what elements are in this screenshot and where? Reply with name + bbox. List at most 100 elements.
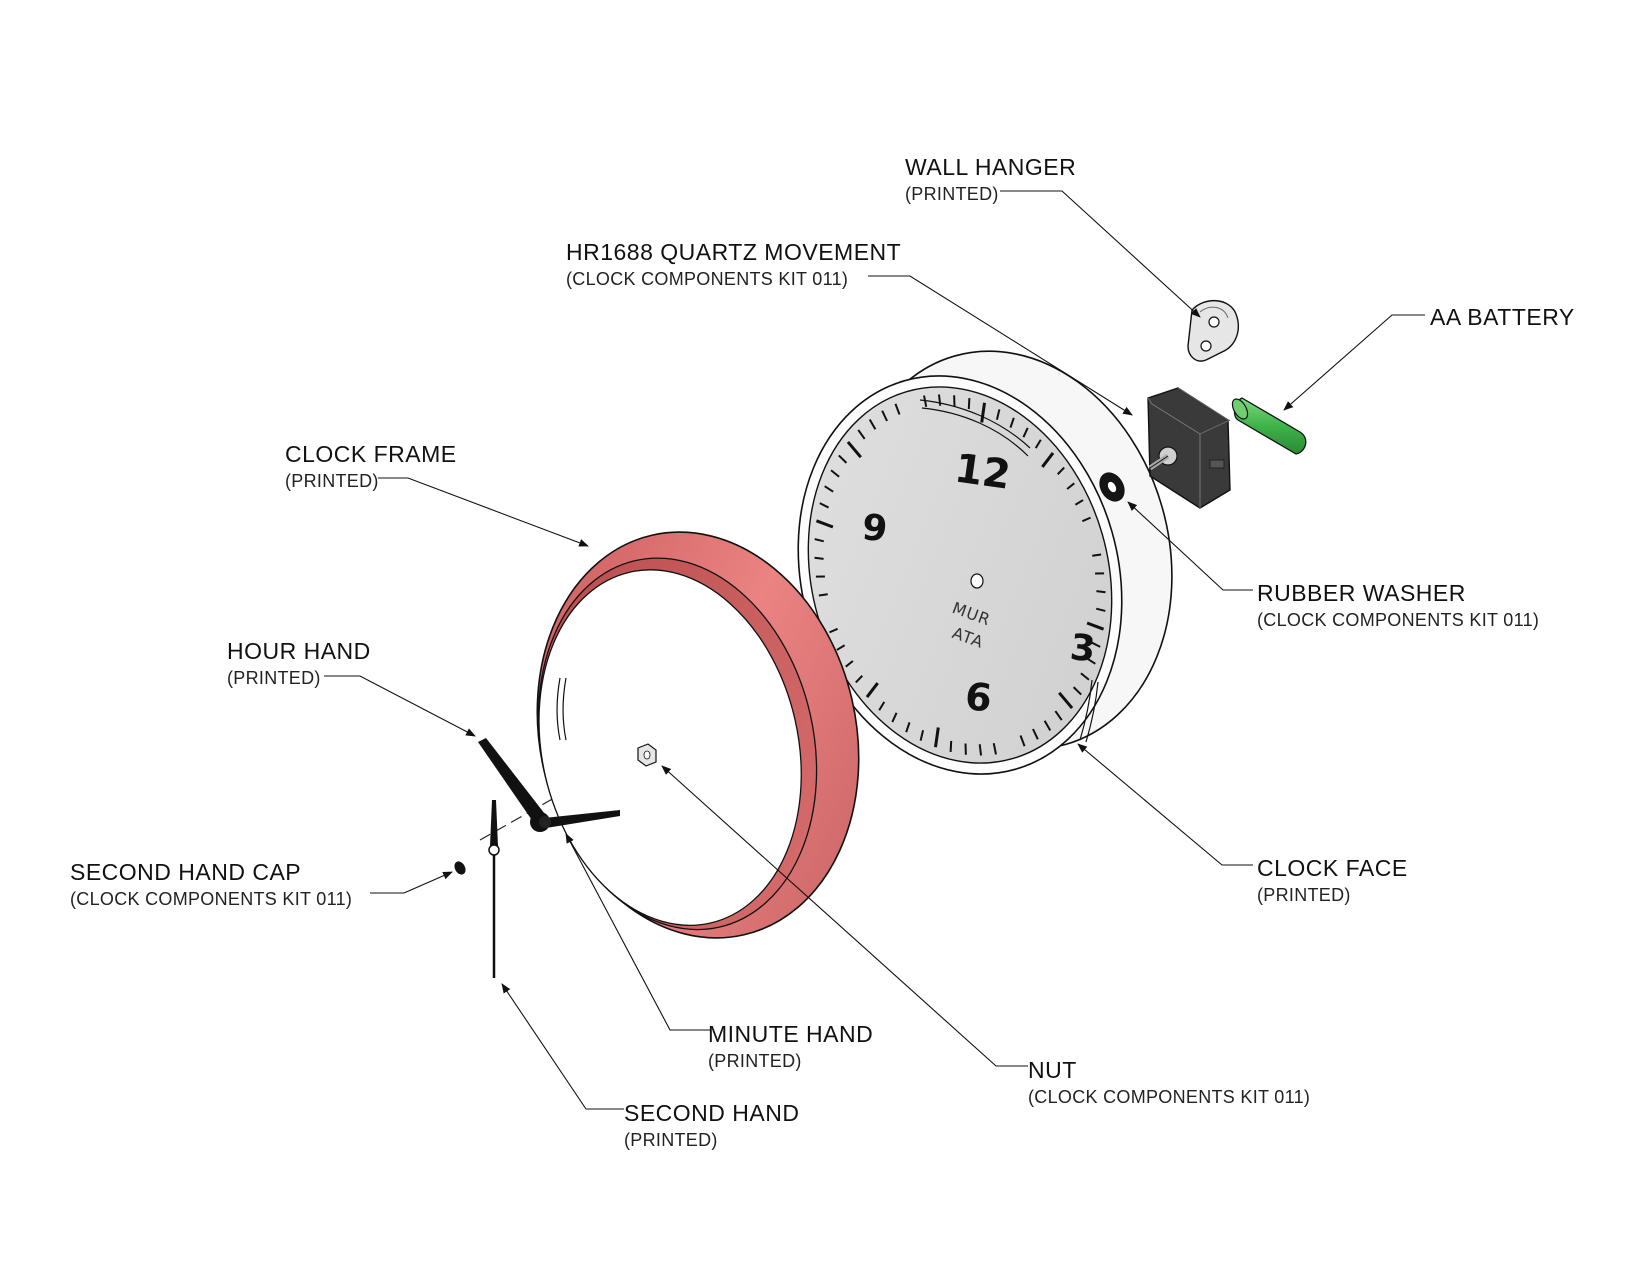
label-minute-hand: MINUTE HAND (PRINTED) [708, 1021, 874, 1071]
dial-tick [1019, 735, 1026, 747]
dial-tick [868, 418, 877, 430]
label-clock-face: CLOCK FACE (PRINTED) [1257, 855, 1408, 905]
dial-tick [830, 469, 840, 478]
label-aa-battery: AA BATTERY [1430, 306, 1575, 329]
leader-clock-face [1077, 743, 1253, 866]
dial-tick [967, 397, 971, 410]
dial-tick [1032, 728, 1039, 740]
dial-tick [814, 556, 824, 560]
dial-tick [923, 395, 928, 408]
dial-tick [857, 429, 866, 440]
leader-second-hand-cap [370, 871, 453, 894]
dial-tick [1034, 439, 1042, 449]
clock-face-source: (PRINTED) [1257, 885, 1351, 905]
quartz-movement-part [1147, 387, 1231, 509]
rubber-washer-source: (CLOCK COMPONENTS KIT 011) [1257, 610, 1540, 630]
dial-ticks [814, 394, 1106, 756]
hour-hand-part [478, 738, 550, 832]
wall-hanger-source: (PRINTED) [905, 184, 999, 204]
leader-hour-hand [324, 675, 476, 737]
dial-tick [1043, 720, 1052, 732]
label-rubber-washer: RUBBER WASHER (CLOCK COMPONENTS KIT 011) [1257, 580, 1540, 630]
minute-hand-source: (PRINTED) [708, 1051, 802, 1071]
dial-tick [1096, 607, 1106, 612]
dial-number-3: 3 [1068, 627, 1097, 670]
hour-hand-name: HOUR HAND [227, 638, 371, 664]
dial-tick [995, 409, 1001, 420]
label-clock-frame: CLOCK FRAME (PRINTED) [285, 441, 457, 491]
dial-tick [878, 701, 886, 711]
second-hand-part [488, 800, 500, 978]
label-quartz-movement: HR1688 QUARTZ MOVEMENT (CLOCK COMPONENTS… [566, 239, 902, 289]
leader-clock-frame [378, 477, 589, 547]
dial-tick [1056, 466, 1065, 475]
wall-hanger-name: WALL HANGER [905, 154, 1077, 180]
label-nut: NUT (CLOCK COMPONENTS KIT 011) [1028, 1059, 1311, 1107]
leader-rubber-washer [1127, 501, 1253, 591]
dial-tick [881, 410, 888, 422]
dial-number-9: 9 [860, 507, 889, 550]
dial-tick [1054, 710, 1063, 721]
dial-tick [1092, 553, 1102, 557]
dial-tick [829, 627, 839, 634]
minute-hand-part [539, 810, 620, 828]
leader-wall-hanger [1000, 190, 1201, 318]
dial-tick [1058, 691, 1074, 710]
second-hand-source: (PRINTED) [624, 1130, 718, 1150]
aa-battery-part [1231, 397, 1307, 455]
nut-part [637, 743, 657, 767]
label-second-hand: SECOND HAND (PRINTED) [624, 1100, 800, 1150]
clock-frame-part [536, 531, 860, 939]
dial-tick [978, 744, 983, 756]
dial-tick [1022, 427, 1029, 438]
clock-face-part: 12 9 3 6 MUR ATA [797, 350, 1173, 775]
leader-minute-hand [565, 833, 710, 1031]
leader-nut [661, 765, 1028, 1067]
label-hour-hand: HOUR HAND (PRINTED) [227, 638, 371, 688]
wall-hanger-part [1187, 300, 1240, 362]
dial-tick [1074, 499, 1084, 506]
rubber-washer-name: RUBBER WASHER [1257, 580, 1466, 606]
aa-battery-name: AA BATTERY [1430, 304, 1575, 330]
dial-tick [937, 394, 942, 406]
dial-tick [855, 675, 864, 684]
quartz-movement-name: HR1688 QUARTZ MOVEMENT [566, 239, 902, 265]
dial-tick [1081, 516, 1091, 523]
dial-tick [846, 440, 862, 459]
label-second-hand-cap: SECOND HAND CAP (CLOCK COMPONENTS KIT 01… [70, 861, 353, 909]
dial-tick [894, 403, 901, 415]
dial-tick [1086, 657, 1096, 665]
dial-tick [949, 740, 953, 753]
quartz-movement-source: (CLOCK COMPONENTS KIT 011) [566, 269, 849, 289]
dial-tick [1009, 417, 1015, 428]
second-hand-cap-source: (CLOCK COMPONENTS KIT 011) [70, 889, 353, 909]
leader-second-hand [501, 983, 624, 1110]
leader-quartz-movement [868, 275, 1133, 416]
dial-tick [818, 593, 828, 597]
dial-tick [1072, 686, 1082, 696]
rubber-washer-part [1099, 472, 1125, 502]
dial-tick [1086, 621, 1105, 631]
second-hand-cap-part [454, 861, 466, 875]
hour-hand-source: (PRINTED) [227, 668, 321, 688]
dial-tick [845, 660, 854, 668]
dial-tick [933, 727, 940, 748]
clock-frame-name: CLOCK FRAME [285, 441, 457, 467]
nut-source: (CLOCK COMPONENTS KIT 011) [1028, 1087, 1311, 1107]
dial-tick [815, 519, 834, 529]
dial-tick [814, 538, 824, 543]
second-hand-name: SECOND HAND [624, 1100, 800, 1126]
dial-tick [838, 454, 848, 464]
dial-tick [1096, 590, 1106, 594]
dial-tick [1090, 641, 1101, 648]
leader-aa-battery [1283, 314, 1425, 411]
dial-tick [1066, 482, 1075, 490]
minute-hand-name: MINUTE HAND [708, 1021, 874, 1047]
clock-face-name: CLOCK FACE [1257, 855, 1408, 881]
dial-tick [865, 682, 879, 698]
dial-number-6: 6 [963, 674, 994, 721]
dial-tick [992, 742, 997, 755]
dial-tick [836, 644, 846, 651]
